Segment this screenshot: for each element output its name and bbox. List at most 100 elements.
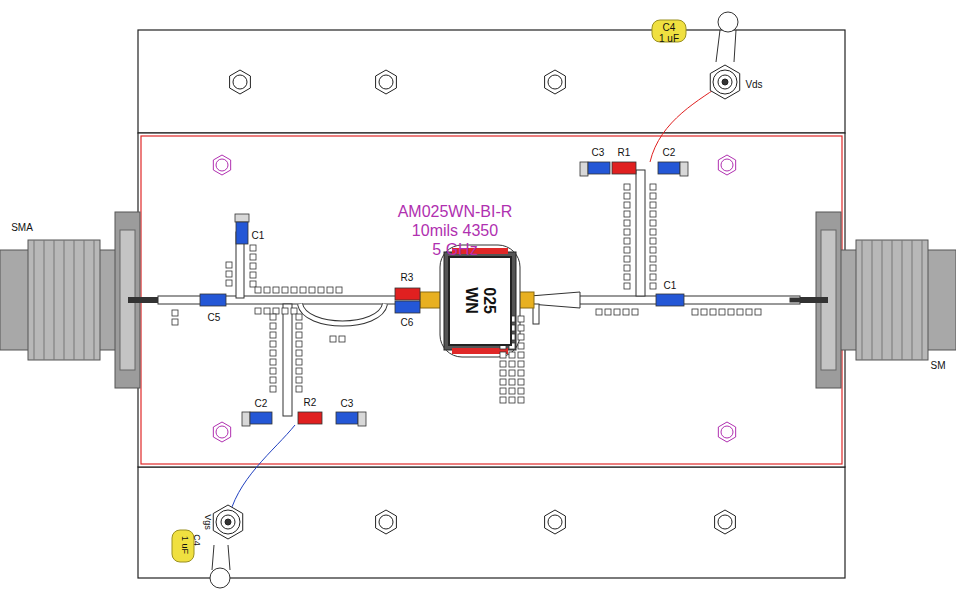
tuning-pad (255, 308, 261, 314)
tuning-pad (264, 308, 270, 314)
tuning-pad (270, 341, 276, 347)
tuning-pad (632, 309, 638, 315)
tuning-pad (650, 274, 656, 280)
part-label: C3 (592, 148, 605, 158)
mounting-hole (376, 70, 397, 94)
meander (300, 304, 385, 324)
resistor-symbol (395, 288, 420, 300)
board-title: 10mils 4350 (412, 223, 498, 239)
tuning-pad (518, 397, 524, 403)
board-details (172, 65, 761, 539)
tuning-pad (509, 388, 515, 394)
part-label: C2 (255, 399, 268, 409)
tuning-pad (327, 287, 333, 293)
tuning-pad (273, 287, 279, 293)
tuning-pad (509, 361, 515, 367)
part-label: 1 uF (659, 34, 679, 44)
mounting-hole (545, 70, 566, 94)
tuning-pad (624, 256, 630, 262)
components (200, 162, 688, 426)
tuning-pad (296, 323, 302, 329)
tuning-pad (518, 379, 524, 385)
output-pin (790, 298, 818, 302)
tuning-pad (309, 287, 315, 293)
tuning-pad (650, 211, 656, 217)
tuning-pad (650, 247, 656, 253)
tuning-pad (509, 379, 515, 385)
part-label: R2 (304, 398, 317, 408)
tuning-pad (737, 309, 743, 315)
package-outline (440, 245, 520, 357)
tuning-pad (270, 323, 276, 329)
tuning-pad (624, 229, 630, 235)
tuning-pad (650, 184, 656, 190)
bias-connector (710, 65, 739, 99)
resistor-symbol (298, 412, 322, 424)
part-label: Vgs (203, 514, 212, 530)
capacitor-pad (358, 412, 366, 426)
connector-nut (856, 240, 928, 360)
capacitor-symbol (336, 412, 358, 424)
board-screw (718, 155, 735, 175)
tuning-pad (250, 254, 256, 260)
lug-stem (716, 30, 736, 62)
capacitor-symbol (658, 162, 680, 174)
nut-ridges (862, 240, 922, 360)
tuning-pad (296, 314, 302, 320)
tuning-pad (518, 343, 524, 349)
tuning-pad (282, 308, 288, 314)
tuning-pad (270, 386, 276, 392)
microstrip (158, 170, 818, 416)
nut-ridges (34, 240, 94, 360)
mounting-hole (548, 75, 562, 89)
resistor-symbol (612, 162, 636, 174)
capacitor-pad (235, 214, 249, 222)
tuning-pad (296, 377, 302, 383)
tuning-pad (270, 368, 276, 374)
gate-bias-line (283, 304, 292, 416)
part-label: SMA (11, 223, 33, 233)
tuning-pad (624, 202, 630, 208)
tuning-pad (270, 332, 276, 338)
tuning-pad (172, 310, 178, 316)
tuning-pad (336, 287, 342, 293)
capacitor-symbol (200, 294, 226, 306)
solder-lug (718, 12, 738, 32)
tuning-pad (296, 332, 302, 338)
tuning-pad (701, 309, 707, 315)
tuning-pad (650, 238, 656, 244)
mounting-hole (230, 70, 251, 94)
tuning-pad (250, 281, 256, 287)
board-title: AM025WN-BI-R (398, 204, 513, 220)
tuning-pad (518, 361, 524, 367)
mounting-hole (376, 510, 397, 534)
capacitor-pad (680, 162, 688, 176)
tuning-pad (270, 314, 276, 320)
tuning-pad (250, 272, 256, 278)
part-label: Vds (745, 80, 762, 90)
bias-connector (713, 70, 737, 94)
tuning-pad (270, 350, 276, 356)
mounting-hole (233, 75, 247, 89)
tuning-pad (282, 287, 288, 293)
solder-lug (210, 568, 230, 588)
tuning-pad (291, 308, 297, 314)
chip-package: 025 WN (448, 256, 512, 346)
bias-connector (718, 75, 732, 89)
tuning-pad (250, 263, 256, 269)
tuning-pad (755, 309, 761, 315)
capacitor-symbol (250, 412, 272, 424)
tuning-pad (500, 370, 506, 376)
mounting-hole (545, 510, 566, 534)
tuning-pad (318, 287, 324, 293)
tuning-pad (624, 274, 630, 280)
part-label: R1 (618, 148, 631, 158)
capacitor-pad (580, 162, 588, 176)
capacitor-pad (242, 412, 250, 426)
tuning-pad (518, 388, 524, 394)
tuning-pad (650, 193, 656, 199)
mounting-hole (718, 515, 732, 529)
part-label: R3 (401, 273, 414, 283)
gate-wire (228, 425, 295, 522)
housing-cavity (138, 133, 845, 467)
